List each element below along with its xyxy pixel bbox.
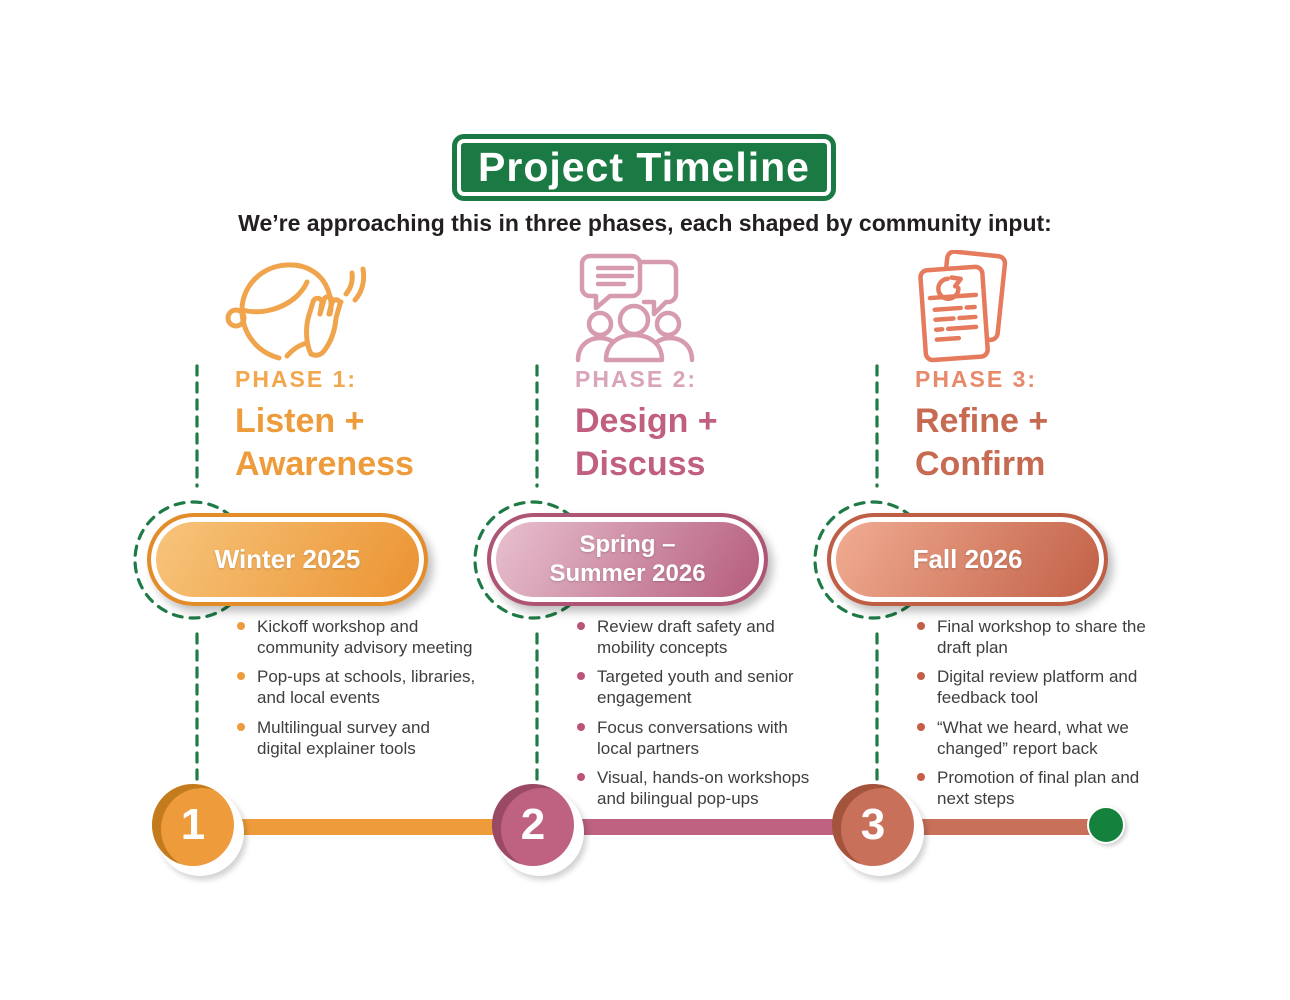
bullet-text: “What we heard, what we changed” report … [937,717,1129,758]
phase-3-title-line2: Confirm [915,444,1046,483]
phase-2-title-line1: Design + [575,402,718,440]
bullet-item: Kickoff workshop and community advisory … [235,617,477,658]
phase-1-label: PHASE 1: [235,366,358,392]
phase-1-title-line1: Listen + [235,402,365,440]
road-sign-header: Project Timeline [452,134,836,201]
timeline-bar-phase2 [572,819,836,835]
phase-3-title: Refine + Confirm [915,400,1048,486]
phase-1-bullet-list: Kickoff workshop and community advisory … [235,617,477,768]
bullet-dot-icon [917,773,925,782]
phase-2-bullet-list: Review draft safety and mobility concept… [575,617,817,819]
bullet-text: Review draft safety and mobility concept… [597,617,775,657]
phase-1-title-line2: Awareness [235,444,414,483]
bullet-item: Focus conversations with local partners [575,718,817,759]
page-title: Project Timeline [478,144,810,190]
timeline-number: 1 [152,784,234,866]
bullet-item: Visual, hands-on workshops and bilingual… [575,768,817,809]
bullet-dot-icon [917,672,925,681]
bullet-dot-icon [237,722,245,731]
bullet-dot-icon [917,622,925,630]
bullet-text: Pop-ups at schools, libraries, and local… [257,667,476,708]
phase-2-date-pill: Spring – Summer 2026 [487,513,768,606]
bullet-text: Visual, hands-on workshops and bilingual… [597,768,810,809]
phase-2-title-line2: Discuss [575,444,706,483]
phase-3-bullet-list: Final workshop to share the draft plan D… [915,617,1157,819]
bullet-text: Digital review platform and feedback too… [937,667,1138,708]
bullet-dot-icon [577,773,585,782]
timeline-end-dot-icon [1087,806,1125,844]
phase-2-column: PHASE 2: Design + Discuss Spring – Summe… [487,252,809,832]
road-sign-inner-border: Project Timeline [457,139,831,196]
timeline-number: 2 [492,784,574,866]
bullet-text: Promotion of final plan and next steps [937,768,1140,809]
bullet-text: Targeted youth and senior engagement [597,667,794,708]
phase-2-date-line1: Spring – [579,531,676,559]
phase-3-date-pill: Fall 2026 [827,513,1108,606]
phase-1-title: Listen + Awareness [235,400,414,486]
bullet-dot-icon [917,722,925,731]
timeline-number: 3 [832,784,914,866]
timeline-node-2: 2 [492,784,584,876]
report-pages-icon [905,250,1019,364]
phase-2-date-line2: Summer 2026 [549,559,706,587]
intro-subtitle: We’re approaching this in three phases, … [238,210,1052,236]
speech-bubbles-group-icon [572,252,698,364]
bullet-dot-icon [577,622,585,630]
phase-3-label: PHASE 3: [915,366,1038,392]
bullet-item: Targeted youth and senior engagement [575,667,817,708]
bullet-dot-icon [237,672,245,681]
timeline-bar-phase3 [912,819,1106,835]
bullet-item: Pop-ups at schools, libraries, and local… [235,667,477,708]
bullet-text: Multilingual survey and digital explaine… [257,717,430,758]
bullet-item: Review draft safety and mobility concept… [575,617,817,658]
bullet-text: Kickoff workshop and community advisory … [257,617,473,657]
phase-3-title-line1: Refine + [915,402,1049,440]
bullet-item: Multilingual survey and digital explaine… [235,718,477,759]
phase-2-title: Design + Discuss [575,400,718,486]
phase-1-column: PHASE 1: Listen + Awareness Winter 2025 … [147,252,475,832]
bullet-dot-icon [237,622,245,630]
timeline-node-3: 3 [832,784,924,876]
listening-person-icon [219,252,369,364]
bullet-text: Focus conversations with local partners [597,717,788,758]
bullet-dot-icon [577,672,585,681]
timeline-bar-phase1 [232,819,496,835]
phase-2-label: PHASE 2: [575,366,698,392]
phase-1-date: Winter 2025 [214,544,361,575]
timeline-node-1: 1 [152,784,244,876]
phase-3-column: PHASE 3: Refine + Confirm Fall 2026 Fina… [827,250,1146,832]
bullet-dot-icon [577,722,585,731]
phase-3-date: Fall 2026 [912,544,1023,575]
bullet-item: Final workshop to share the draft plan [915,617,1157,658]
bullet-item: Digital review platform and feedback too… [915,667,1157,708]
bullet-text: Final workshop to share the draft plan [937,617,1146,657]
bullet-item: “What we heard, what we changed” report … [915,718,1157,759]
phase-1-date-pill: Winter 2025 [147,513,428,606]
bullet-item: Promotion of final plan and next steps [915,768,1157,809]
